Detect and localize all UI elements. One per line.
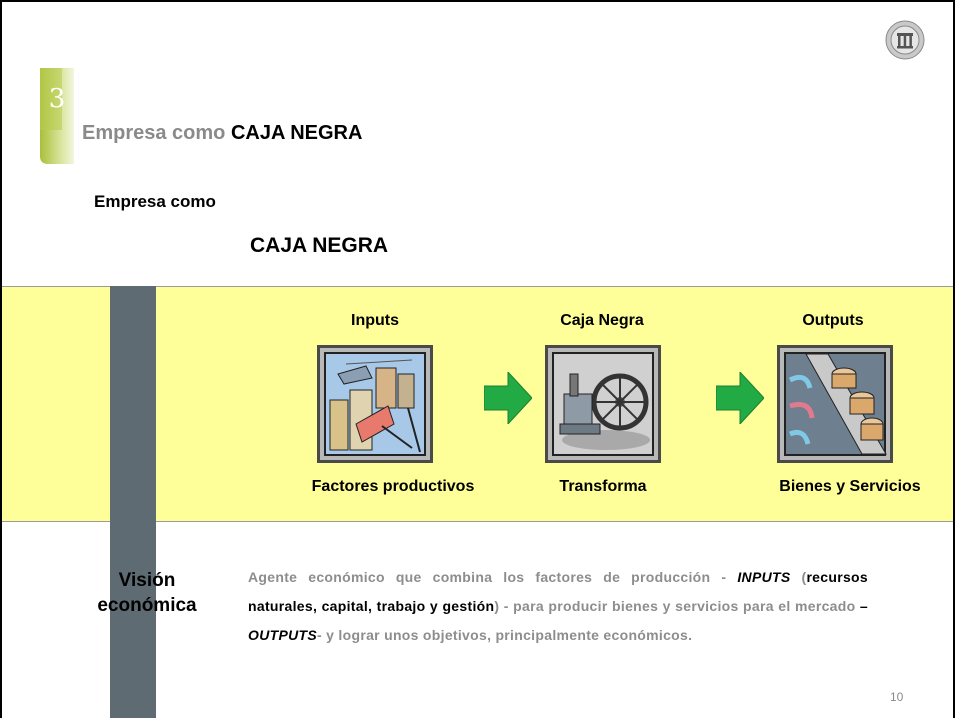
page-number: 10 [890,690,904,704]
desc-outputs: OUTPUTS [248,627,317,643]
stage-outputs-label: Outputs [802,312,864,329]
vision-heading-line2: económica [97,595,197,616]
vision-description: Agente económico que combina los factore… [248,563,868,650]
university-seal-icon [885,20,925,60]
desc-part2: ( [790,569,807,585]
subtitle-line1: Empresa como [94,192,216,211]
desc-resources: recursos naturales, capital, trabajo y g… [248,569,868,614]
desc-inputs: INPUTS [737,569,791,585]
desc-part1: Agente económico que combina los factore… [248,569,727,585]
conveyor-products-clipart [777,345,893,463]
slide-title: Empresa como CAJA NEGRA [82,122,362,145]
stage-outputs-sublabel: Bienes y Servicios [779,478,921,495]
vision-heading: Visión económica [72,568,222,618]
right-arrow-icon [716,372,764,424]
desc-part4: - y lograr unos objetivos, principalment… [317,627,693,643]
machine-flywheel-clipart [545,345,661,463]
section-number-badge: 3 [40,68,74,164]
subtitle-line2: CAJA NEGRA [250,234,389,257]
stage-blackbox-sublabel: Transforma [559,478,647,495]
city-industry-clipart [317,345,433,463]
right-arrow-icon [484,372,532,424]
title-prefix: Empresa como [82,122,226,144]
vision-heading-line1: Visión [118,570,176,591]
section-number: 3 [48,84,66,114]
stage-inputs-label: Inputs [351,312,399,329]
stage-inputs-sublabel: Factores productivos [311,478,475,495]
stage-blackbox-label: Caja Negra [560,312,644,329]
title-strong: CAJA NEGRA [230,122,363,144]
side-pillar [110,286,156,718]
desc-dash: – [855,598,868,614]
desc-part3: ) - para producir bienes y servicios par… [494,598,856,614]
